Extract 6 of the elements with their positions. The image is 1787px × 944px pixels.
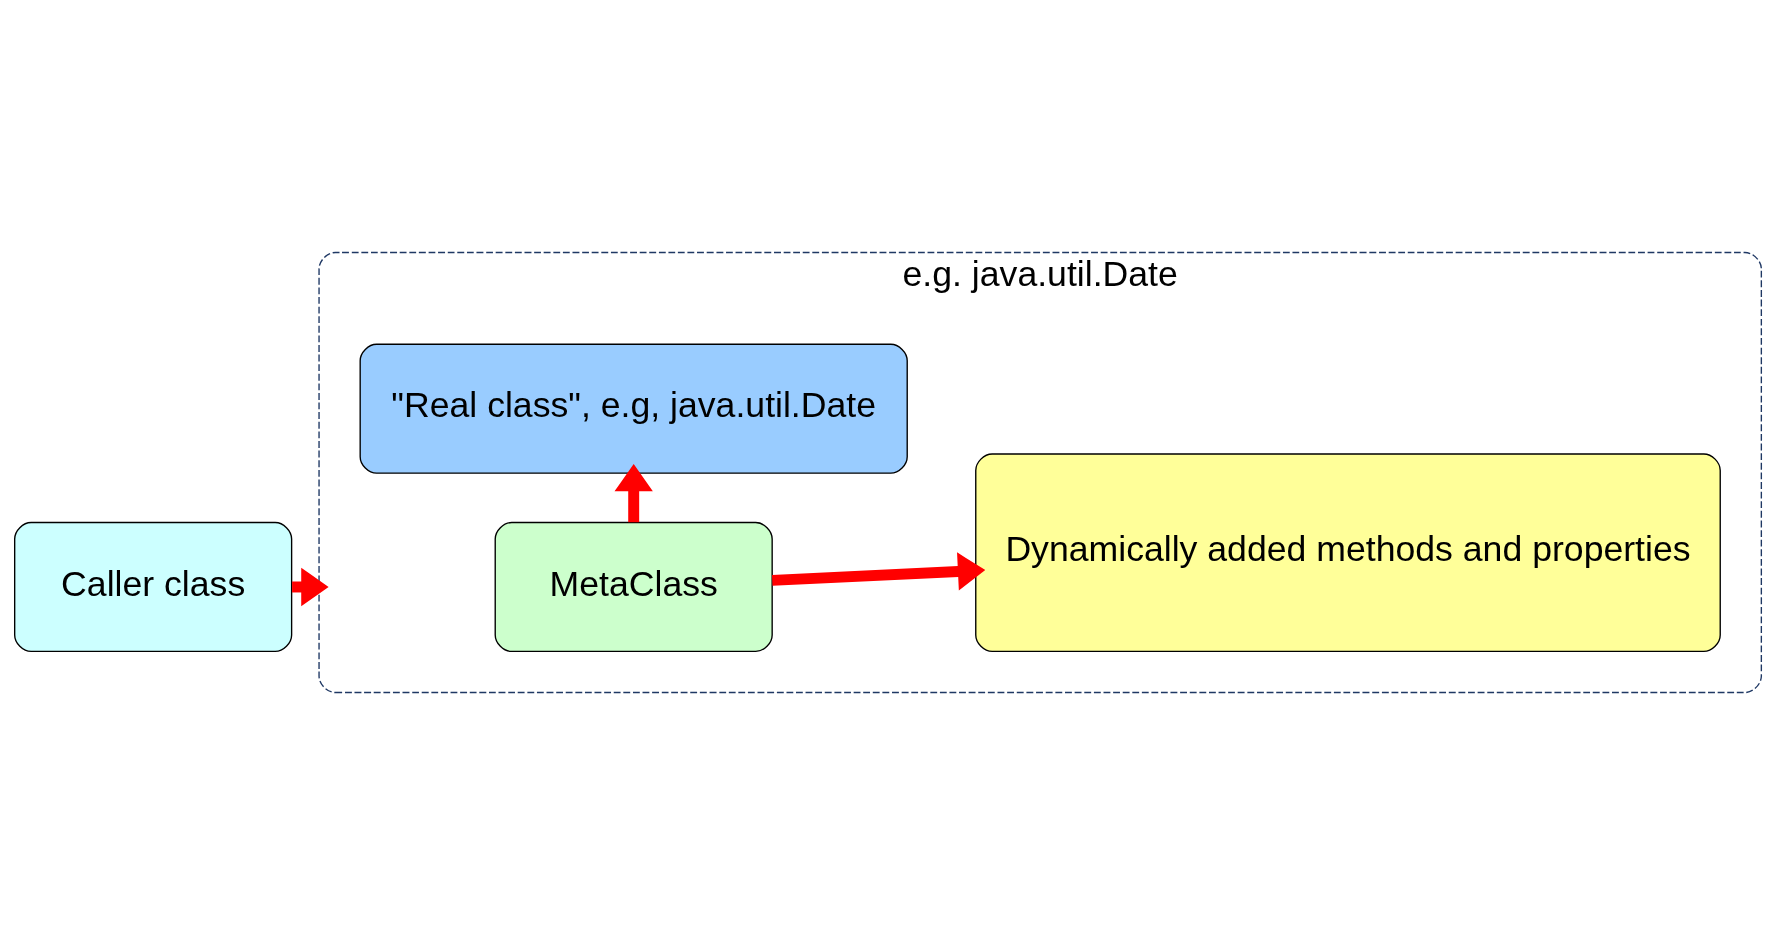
node-box: Dynamically added methods and properties <box>975 452 1721 652</box>
node-box: "Real class", e.g, java.util.Date <box>359 343 908 474</box>
arrow <box>772 551 986 591</box>
node-box: MetaClass <box>494 521 773 652</box>
arrow <box>614 463 653 522</box>
node-box: Caller class <box>14 521 293 652</box>
